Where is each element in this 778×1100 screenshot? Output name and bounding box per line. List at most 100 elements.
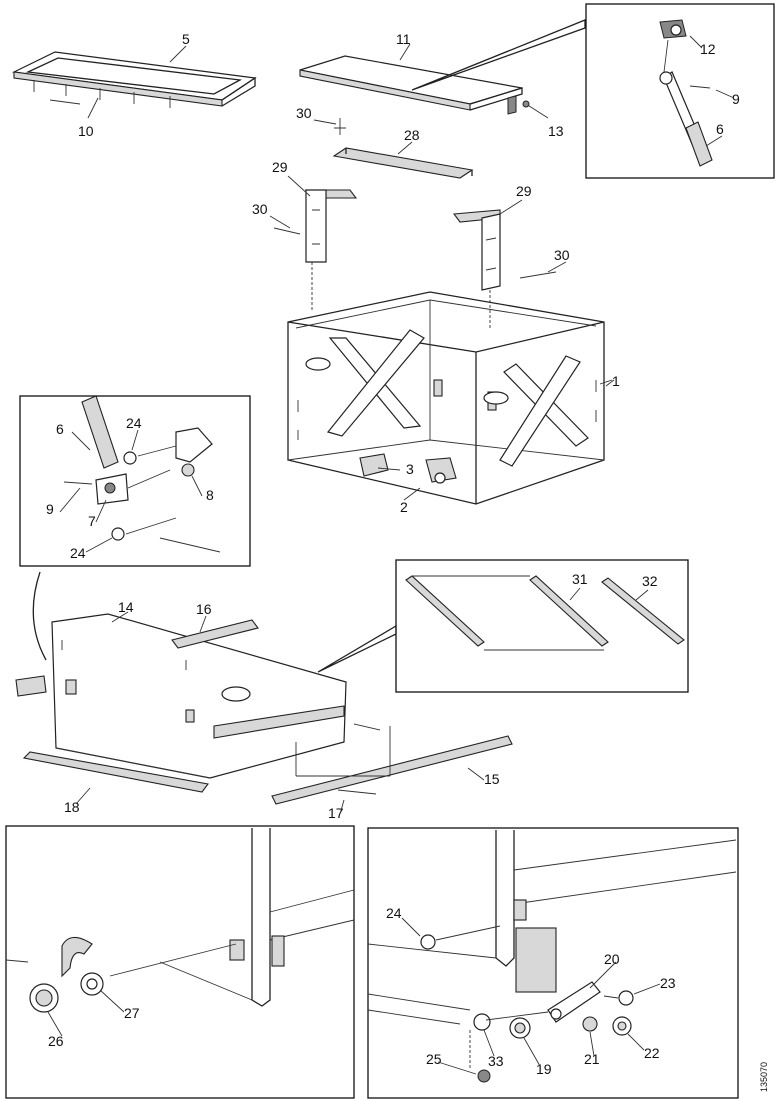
panel-corner-right-detail <box>367 830 737 1025</box>
callout-6-left: 6 <box>56 421 64 437</box>
nut-13 <box>522 100 530 108</box>
callout-30-left: 30 <box>252 201 268 217</box>
callout-33: 33 <box>488 1053 504 1069</box>
part-29-right-bracket <box>452 209 501 291</box>
part-24-bushing-c <box>420 934 436 950</box>
part-24-bushing-b <box>111 527 125 541</box>
hinge-assembly-lines <box>63 445 177 489</box>
part-6-gas-strut <box>659 39 713 167</box>
callout-30-top: 30 <box>296 105 312 121</box>
part-27-washer <box>80 972 104 996</box>
callout-24-b: 24 <box>70 545 86 561</box>
detail-box-pivot <box>367 827 739 1099</box>
part-25-screw <box>469 1030 491 1083</box>
panel-corner-left-detail <box>159 828 355 1007</box>
part-29-left-bracket <box>304 189 358 263</box>
callout-32: 32 <box>642 573 658 589</box>
alignment-lines-29 <box>311 262 491 330</box>
callout-29-right: 29 <box>516 183 532 199</box>
callout-8: 8 <box>206 487 214 503</box>
part-28-cross-plate <box>332 147 474 179</box>
detail-arrow-left <box>32 571 47 661</box>
callout-3: 3 <box>406 461 414 477</box>
callout-labels: 1 2 3 5 6 6 7 8 9 9 10 11 12 13 14 15 16… <box>46 31 740 1077</box>
callout-21: 21 <box>584 1051 600 1067</box>
callout-24-c: 24 <box>386 905 402 921</box>
part-26-knob <box>29 936 93 1013</box>
callout-15: 15 <box>484 771 500 787</box>
part-22-nut <box>612 1016 632 1036</box>
callout-31: 31 <box>572 571 588 587</box>
figure-code: 135070 <box>759 1062 769 1092</box>
callout-leaders <box>47 35 735 1075</box>
screw-30-right <box>519 271 557 279</box>
callout-12: 12 <box>700 41 716 57</box>
part-16-top-rail <box>171 619 259 649</box>
callout-18: 18 <box>64 799 80 815</box>
part-12-bracket <box>659 19 687 39</box>
rail-assembly-lines <box>295 723 391 777</box>
callout-7: 7 <box>88 513 96 529</box>
detail-box-knob <box>5 825 355 1099</box>
screw-30-left <box>273 227 301 235</box>
pin-9-top <box>689 85 711 89</box>
callout-20: 20 <box>604 951 620 967</box>
callout-16: 16 <box>196 601 212 617</box>
part-20-link-plate <box>547 981 601 1023</box>
leader-10 <box>87 97 99 119</box>
detail-pointer-mid <box>317 624 397 673</box>
part-7-hinge-block <box>95 473 129 505</box>
part-1-main-frame <box>287 291 605 505</box>
detail-box-hinge <box>19 395 251 567</box>
rivet-10 <box>49 99 81 105</box>
part-8-nut <box>181 463 195 477</box>
callout-6-top: 6 <box>716 121 724 137</box>
part-5-top-frame <box>11 51 257 108</box>
callout-9-left: 9 <box>46 501 54 517</box>
callout-9-top: 9 <box>732 91 740 107</box>
part-2-lower-mount <box>425 457 457 484</box>
callout-27: 27 <box>124 1005 140 1021</box>
part-bracket-right <box>175 427 213 463</box>
detail-pointer-top <box>411 19 586 91</box>
callout-17: 17 <box>328 805 344 821</box>
part-33-washer <box>473 1013 491 1031</box>
leaders-1-2-3 <box>377 379 615 501</box>
knob-assembly-line <box>5 943 237 977</box>
callout-24-a: 24 <box>126 415 142 431</box>
callout-13: 13 <box>548 123 564 139</box>
part-11-cover-plate <box>299 55 523 115</box>
part-6-strut-end <box>81 395 119 469</box>
callout-14: 14 <box>118 599 134 615</box>
callout-29-left: 29 <box>272 159 288 175</box>
part-left-handle <box>15 675 47 697</box>
callout-11: 11 <box>396 31 411 47</box>
part-18-bottom-rail <box>22 751 209 793</box>
part-19-bushing <box>509 1017 531 1039</box>
part-14-side-panel <box>51 613 347 779</box>
callout-10: 10 <box>78 123 94 139</box>
callout-1: 1 <box>612 373 620 389</box>
part-24-bushing-a <box>123 451 137 465</box>
screw-17 <box>337 789 377 795</box>
rail-32 <box>601 577 685 645</box>
callout-30-right: 30 <box>554 247 570 263</box>
part-3-lower-bracket <box>359 453 389 477</box>
leader-13 <box>525 103 549 119</box>
part-21-spacer <box>582 1016 598 1032</box>
callout-26: 26 <box>48 1033 64 1049</box>
callout-22: 22 <box>644 1045 660 1061</box>
screw-30-top <box>334 118 346 135</box>
detail-box-strut <box>585 3 775 179</box>
rail-frame-31 <box>405 575 609 651</box>
callout-25: 25 <box>426 1051 442 1067</box>
part-23-bolt <box>603 990 634 1006</box>
pin-lines-lower <box>125 517 221 553</box>
callout-23: 23 <box>660 975 676 991</box>
pivot-assembly-lines <box>435 925 549 1021</box>
callout-5: 5 <box>182 31 190 47</box>
callout-2: 2 <box>400 499 408 515</box>
part-15-slide-rail <box>271 735 513 805</box>
callout-28: 28 <box>404 127 420 143</box>
